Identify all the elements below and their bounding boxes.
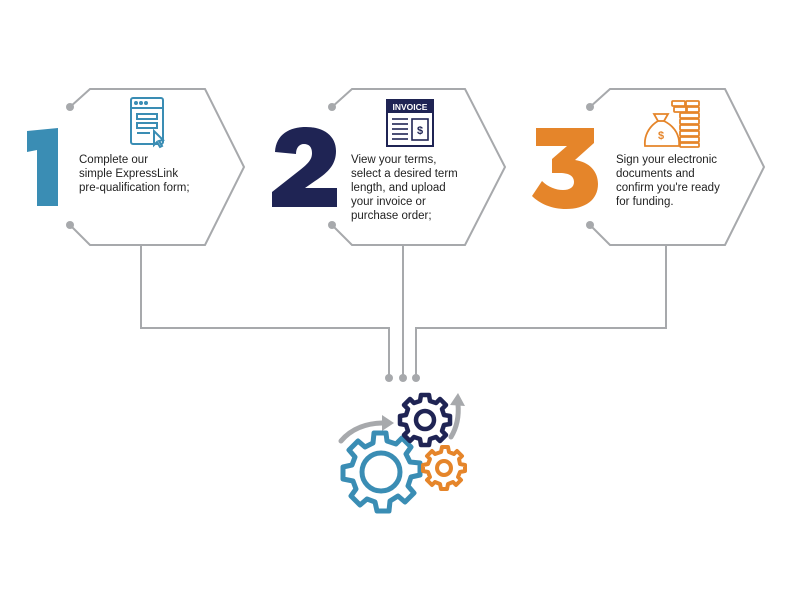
step-1-line: pre-qualification form; — [79, 182, 190, 194]
step-2-line: your invoice or — [351, 196, 426, 208]
step-3-number — [532, 128, 598, 209]
step-2-hexagon — [331, 88, 507, 246]
connector-step-3 — [415, 246, 667, 376]
step-2-line: length, and upload — [351, 182, 446, 194]
step-2-line: View your terms, — [351, 154, 437, 166]
invoice-icon-label: INVOICE — [393, 102, 428, 112]
step-3-hexagon — [589, 88, 766, 246]
step-1-description: Complete our simple ExpressLink pre-qual… — [79, 153, 190, 195]
step-1-line: simple ExpressLink — [79, 168, 179, 180]
step-3-shape: $ — [532, 88, 766, 246]
step-1-number — [27, 128, 58, 206]
step-1-shape — [27, 88, 246, 246]
money-bag-coins-icon: $ — [643, 100, 700, 148]
connector-lines — [140, 246, 667, 376]
step-3-line: confirm you're ready — [616, 182, 720, 194]
step-2-number — [272, 127, 337, 207]
arrow-right-icon — [448, 401, 461, 440]
step-1-hexagon — [69, 88, 246, 246]
step-2-shape: INVOICE $ — [272, 88, 507, 246]
svg-text:$: $ — [417, 125, 423, 137]
arrow-left-icon — [338, 420, 387, 444]
step-2-line: select a desired term — [351, 168, 458, 180]
step-3-description: Sign your electronic documents and confi… — [616, 153, 720, 209]
medium-gear — [397, 392, 453, 448]
small-gear — [421, 445, 467, 491]
step-2-line: purchase order; — [351, 210, 432, 222]
connector-dots — [385, 374, 420, 382]
large-gear — [340, 430, 423, 514]
step-3-line: Sign your electronic — [616, 154, 717, 166]
step-3-line: for funding. — [616, 196, 674, 208]
step-3-line: documents and — [616, 168, 695, 180]
gears-icon — [338, 392, 467, 514]
form-cursor-icon — [130, 97, 165, 149]
step-2-description: View your terms, select a desired term l… — [351, 153, 458, 223]
connector-step-1 — [140, 246, 390, 376]
step-1-line: Complete our — [79, 154, 149, 166]
invoice-icon: INVOICE $ — [386, 99, 434, 147]
svg-text:$: $ — [658, 130, 664, 142]
